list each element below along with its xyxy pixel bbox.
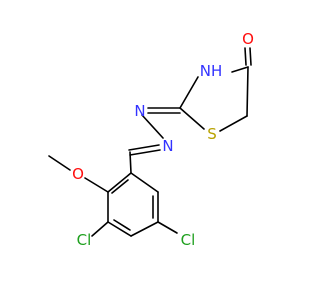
bond-s1-c2 (179, 107, 205, 130)
bond-ring-1-inner (111, 179, 129, 194)
molecule-diagram: O NH S N N O Cl Cl (48, 30, 254, 249)
bond-ring-6 (130, 172, 159, 193)
structure-canvas: O NH S N N O Cl Cl (48, 30, 254, 249)
bond-ch-ring (129, 151, 132, 174)
bond-ring-4 (130, 221, 159, 237)
bond-c4-carbonyl-a (249, 47, 252, 66)
bond-o-ch3 (48, 155, 71, 171)
atom-label-nitrogen-hydrazone-1: N (134, 102, 145, 120)
bond-c4-n3 (231, 66, 249, 73)
bond-ring-3-inner (113, 219, 131, 231)
bond-c4-carbonyl-b (244, 47, 247, 66)
atom-label-sulfur-ring: S (207, 125, 217, 143)
bonds (48, 47, 252, 237)
atom-label-nitrogen-ring: NH (200, 62, 223, 80)
atom-labels: O NH S N N O Cl Cl (72, 30, 254, 249)
bond-n3-c2 (179, 76, 199, 109)
bond-c4-c5 (246, 66, 249, 117)
bond-n-ch-double-b (129, 149, 161, 156)
bond-ring-cl-right (157, 221, 178, 234)
bond-n-n (141, 114, 164, 139)
bond-n-ch-double-a (128, 144, 160, 151)
atom-label-oxygen-methoxy: O (72, 165, 84, 183)
bond-ring-1 (107, 172, 132, 193)
atom-label-oxygen-carbonyl: O (242, 30, 254, 48)
bond-ring-o (84, 177, 109, 193)
atom-label-nitrogen-hydrazone-2: N (162, 137, 173, 155)
atom-label-chlorine-left: Cl (77, 231, 92, 249)
bond-ring-cl-left (91, 221, 109, 237)
atom-label-chlorine-right: Cl (181, 231, 196, 249)
bond-c5-s1 (219, 115, 248, 132)
bond-ring-3 (107, 221, 132, 237)
